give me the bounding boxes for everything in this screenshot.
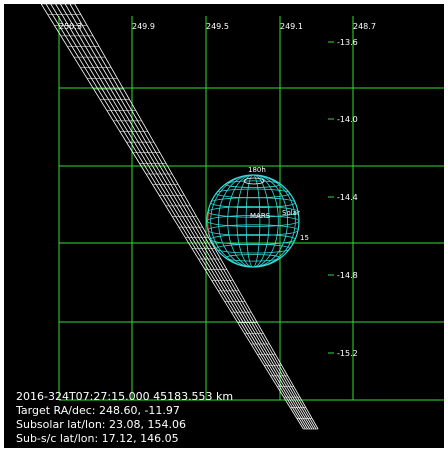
info-subsc: Sub-s/c lat/lon: 17.12, 146.05 — [16, 432, 179, 445]
latitude-line-5 — [206, 215, 300, 227]
plot-viewport: 250.3 249.9 249.5 249.1 248.7 -13.6 -14.… — [4, 4, 444, 448]
ra-label-5: 248.7 — [353, 22, 376, 31]
info-time-range: 2016-324T07:27:15.000 45183.553 km — [16, 390, 234, 403]
dec-label-3: -14.4 — [337, 193, 358, 202]
star-field-plot: 250.3 249.9 249.5 249.1 248.7 -13.6 -14.… — [40, 4, 444, 430]
grid-labels: 250.3 249.9 249.5 249.1 248.7 -13.6 -14.… — [59, 22, 376, 358]
ra-label-4: 249.1 — [280, 22, 303, 31]
ra-label-2: 249.9 — [132, 22, 155, 31]
planet-center-label: MARS — [250, 212, 271, 220]
ring-edge-8 — [74, 4, 319, 430]
longitude-line-5 — [210, 174, 296, 268]
dec-label-2: -14.0 — [337, 115, 358, 124]
info-target-radec: Target RA/dec: 248.60, -11.97 — [16, 404, 180, 417]
planet-side-label: 15 — [300, 234, 309, 242]
latitude-line-4 — [207, 205, 299, 218]
ra-label-1: 250.3 — [59, 22, 82, 31]
latitude-line-9 — [224, 254, 281, 262]
planet-north-label: 180h — [248, 166, 266, 174]
dec-label-4: -14.8 — [337, 271, 358, 280]
latitude-line-3 — [210, 197, 296, 209]
latitude-line-1 — [224, 180, 281, 188]
planet-globe — [206, 174, 300, 268]
latitude-line-6 — [207, 224, 299, 237]
planet-subsolar-label: Solar — [282, 209, 300, 217]
dec-label-5: -15.2 — [337, 349, 358, 358]
ring-tracks — [40, 4, 319, 430]
dec-label-1: -13.6 — [337, 38, 358, 47]
ra-label-3: 249.5 — [206, 22, 229, 31]
pole-cap — [243, 177, 265, 185]
latitude-line-8 — [215, 243, 291, 254]
info-subsolar: Subsolar lat/lon: 23.08, 154.06 — [16, 418, 186, 431]
